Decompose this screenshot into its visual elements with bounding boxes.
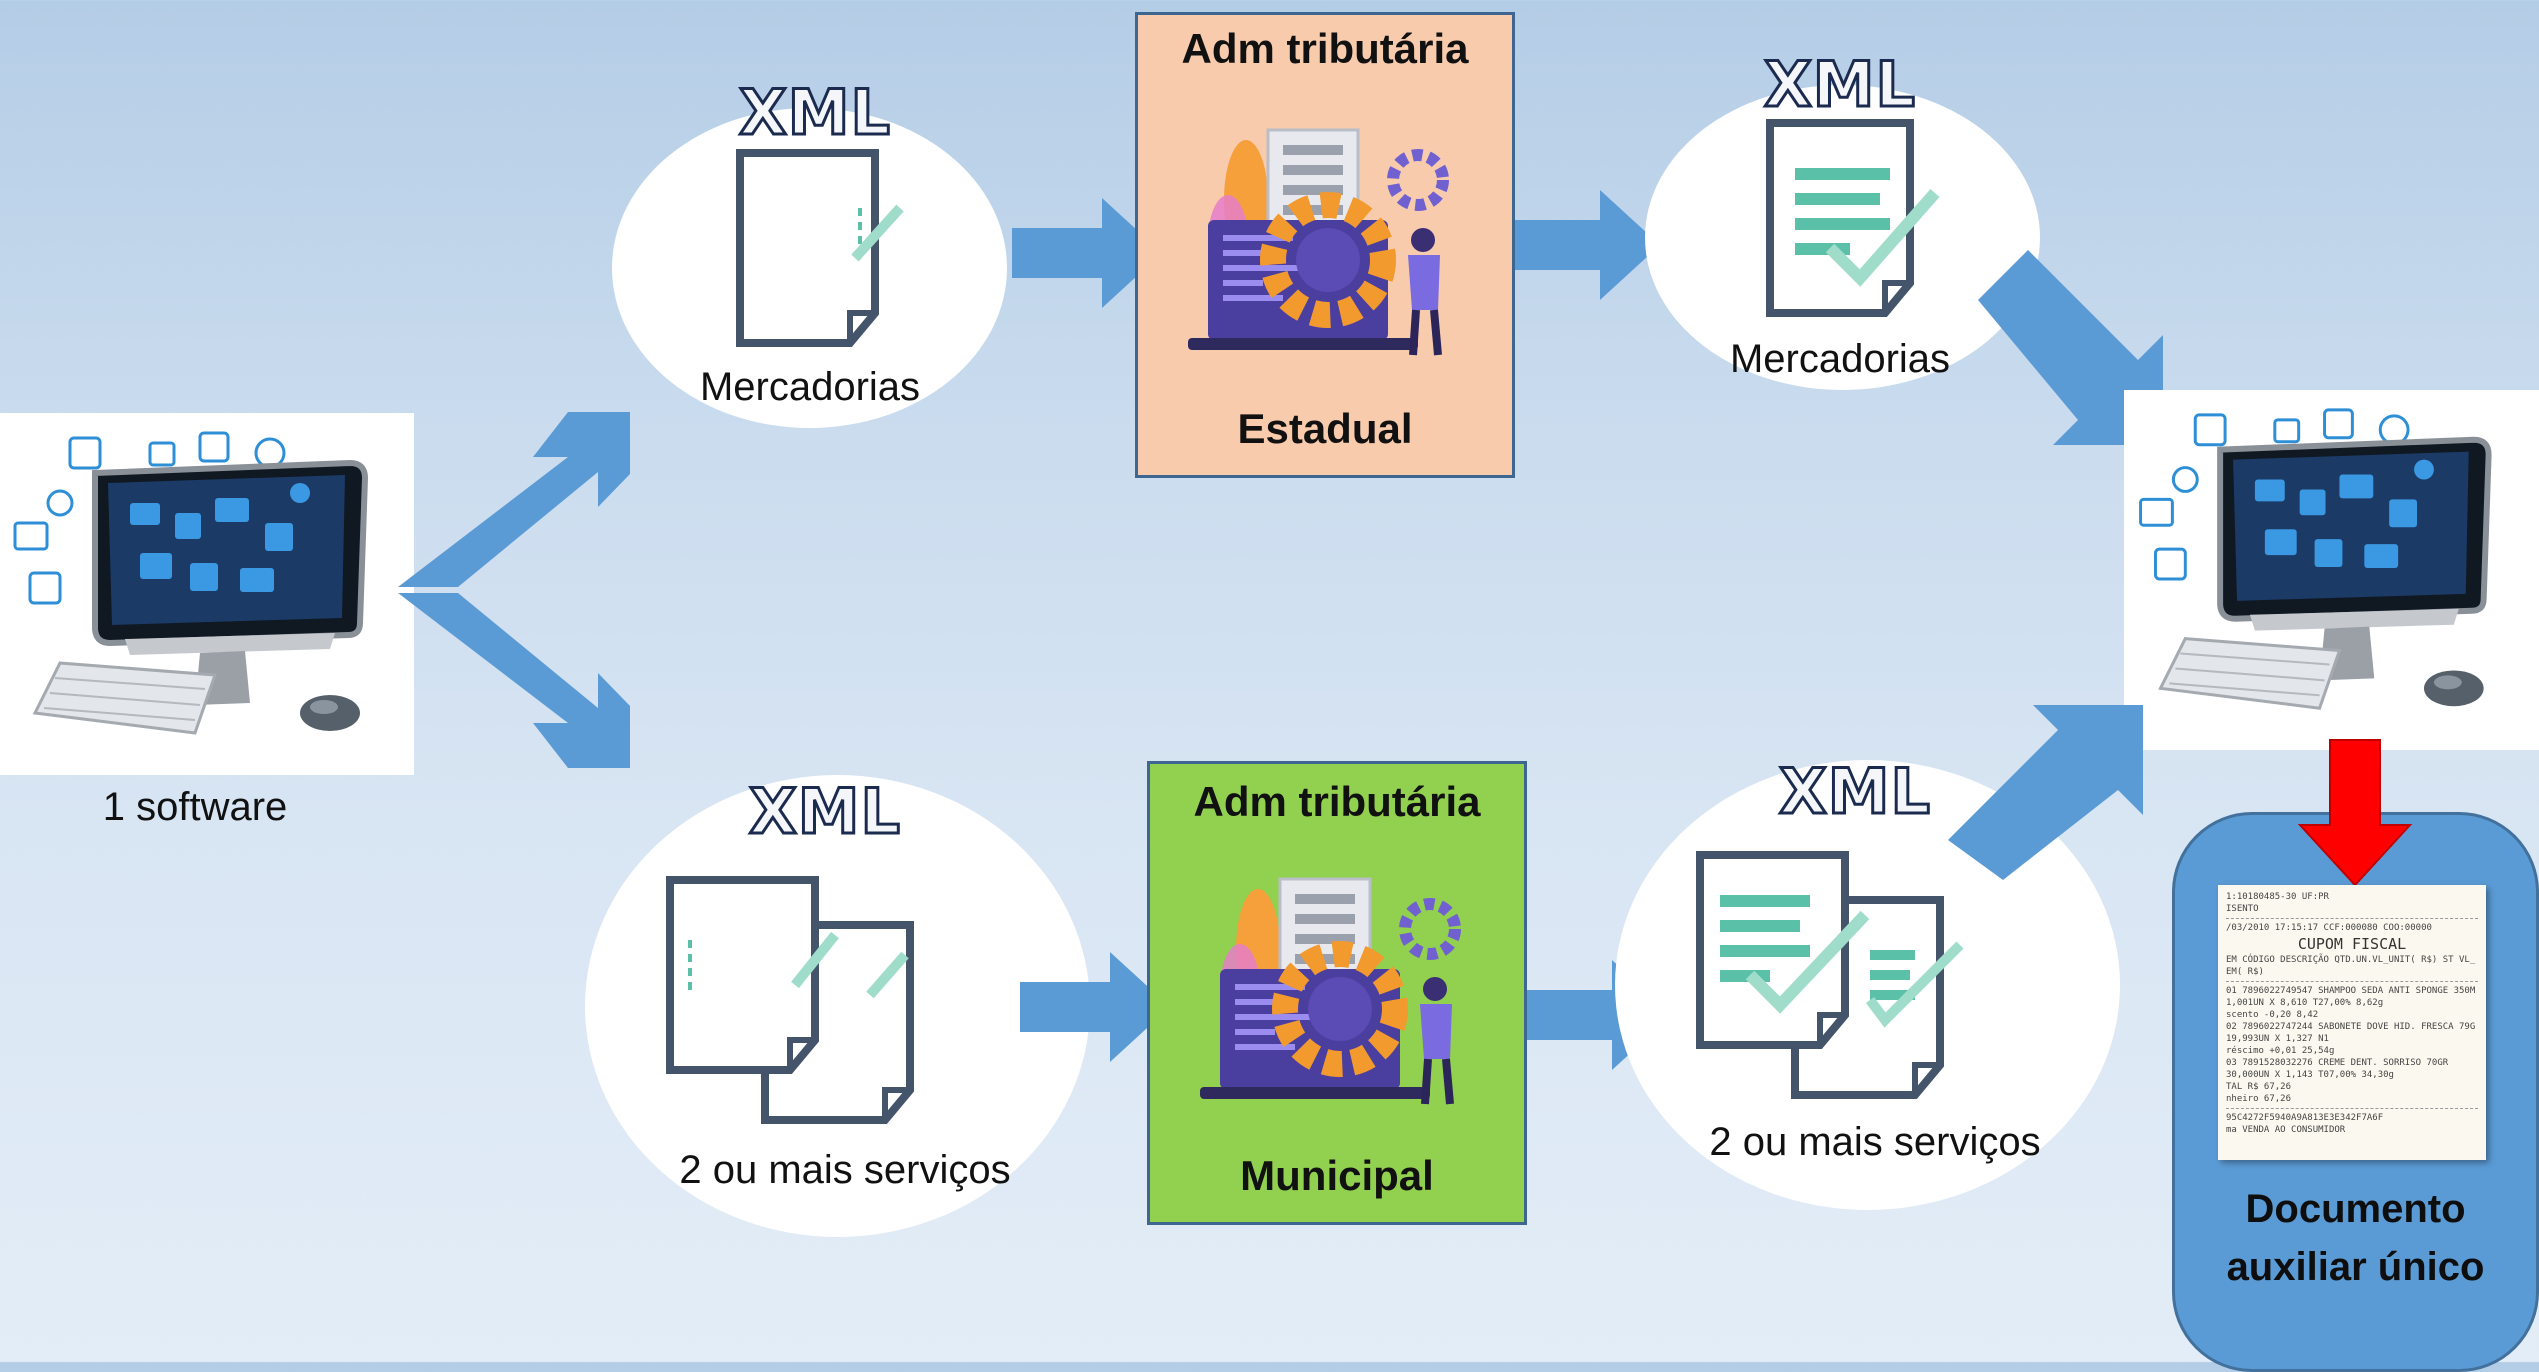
split-arrow-up	[398, 412, 630, 587]
top-output-xml-label: XML	[1762, 47, 1916, 123]
receipt-line: réscimo +0,01 25,54g	[2226, 1046, 2335, 1056]
municipal-authority-box: Adm tributária Municipal	[1147, 761, 1527, 1225]
right-computer-card	[2124, 390, 2539, 750]
receipt-line: ISENTO	[2226, 904, 2259, 914]
arrow-down-icon	[2297, 739, 2413, 887]
bottom-input-xml-label: XML	[747, 774, 901, 850]
top-input-caption: Mercadorias	[699, 365, 921, 409]
document-check-icon	[1766, 119, 1940, 317]
server-gear-icon	[1200, 877, 1461, 1105]
municipal-authority-title: Adm tributária	[1193, 778, 1481, 825]
two-documents-icon	[666, 876, 914, 1124]
receipt-line: /03/2010 17:15:17 CCF:000080 COO:00000	[2226, 923, 2432, 933]
arrow-right-icon	[1020, 952, 1170, 1062]
receipt-line: 01 7896022749547 SHAMPOO SEDA ANTI SPONG…	[2226, 986, 2476, 996]
computer-icon	[13, 431, 369, 735]
receipt-line: EM( R$)	[2226, 967, 2264, 977]
receipt-title: CUPOM FISCAL	[2297, 935, 2407, 953]
receipt-line: 19,993UN X 1,327 N1	[2226, 1034, 2329, 1044]
bottom-input-caption: 2 ou mais serviços	[679, 1148, 1011, 1192]
fiscal-receipt: 1:10180485-30 UF:PR ISENTO /03/2010 17:1…	[2218, 885, 2486, 1160]
receipt-line: EM CÓDIGO DESCRIÇÃO QTD.UN.VL_UNIT( R$) …	[2226, 955, 2476, 965]
left-computer-card	[0, 413, 414, 775]
state-authority-box: Adm tributária Estadual	[1135, 12, 1515, 478]
software-caption: 1 software	[102, 785, 288, 829]
arrow-diagonal-up-icon	[1948, 705, 2143, 880]
top-input-xml-label: XML	[737, 75, 891, 151]
state-authority-title: Adm tributária	[1181, 25, 1469, 72]
receipt-line: nheiro 67,26	[2226, 1094, 2292, 1104]
municipal-authority-subtitle: Municipal	[1240, 1152, 1434, 1199]
single-document-caption-line2: auxiliar único	[2226, 1245, 2485, 1289]
arrow-right-icon	[1012, 198, 1162, 308]
arrow-diagonal-down-icon	[1978, 250, 2163, 445]
receipt-line: 1:10180485-30 UF:PR	[2226, 892, 2329, 902]
top-output-caption: Mercadorias	[1729, 337, 1951, 381]
receipt-line: 1,001UN X 8,610 T27,00% 8,62g	[2226, 998, 2384, 1008]
receipt-line: scento -0,20 8,42	[2226, 1010, 2319, 1020]
server-gear-icon	[1188, 128, 1449, 356]
receipt-line: 02 7896022747244 SABONETE DOVE HID. FRES…	[2226, 1022, 2476, 1032]
single-document-caption-line1: Documento	[2245, 1187, 2466, 1231]
state-authority-subtitle: Estadual	[1237, 405, 1413, 452]
arrow-right-icon	[1515, 190, 1660, 300]
receipt-line: ma VENDA AO CONSUMIDOR	[2226, 1125, 2346, 1135]
receipt-line: 30,000UN X 1,143 T07,00% 34,30g	[2226, 1070, 2394, 1080]
receipt-line: TAL R$ 67,26	[2226, 1082, 2292, 1092]
split-arrow-down	[398, 593, 630, 768]
bottom-output-xml-label: XML	[1777, 754, 1931, 830]
receipt-line: 95C4272F5940A9A813E3E342F7A6F	[2226, 1113, 2384, 1123]
receipt-line: 03 7891528032276 CREME DENT. SORRISO 70G…	[2226, 1058, 2449, 1068]
bottom-output-caption: 2 ou mais serviços	[1709, 1120, 2041, 1164]
two-documents-check-icon	[1696, 851, 1964, 1099]
computer-icon	[2139, 408, 2492, 710]
document-icon	[736, 149, 904, 347]
